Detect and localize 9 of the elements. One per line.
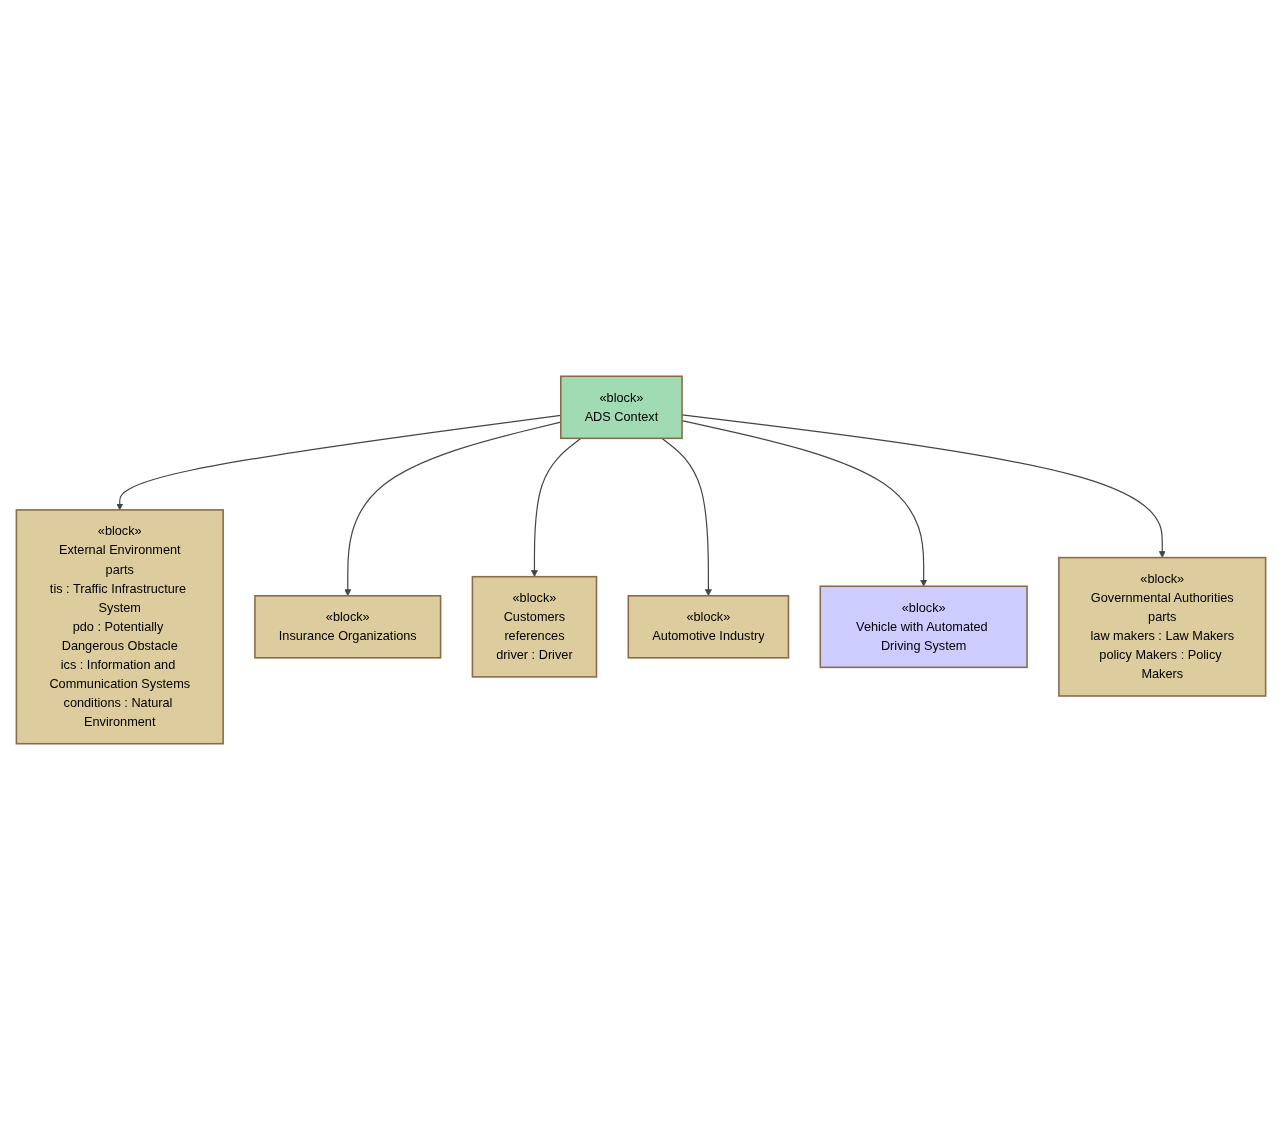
node-box: «block» Insurance Organizations: [254, 595, 442, 659]
node-box: «block» Automotive Industry: [627, 595, 790, 659]
node-box: «block» Governmental Authorities parts law makers : Law Makers policy Makers : Policy Makers: [1058, 556, 1267, 697]
arrow: [530, 437, 582, 577]
node-box: «block» External Environment parts tis : Traffic Infrastructure System pdo : Potentially Dangerous Obstacle ics : Information and Communication Systems conditions : Natural Environment: [15, 509, 224, 745]
node-box: «block» ADS Context: [560, 375, 683, 440]
arrow: [661, 437, 712, 597]
node-box: «block» Customers references driver : Driver: [471, 575, 598, 678]
node-box: «block» Vehicle with Automated Driving System: [819, 585, 1028, 669]
